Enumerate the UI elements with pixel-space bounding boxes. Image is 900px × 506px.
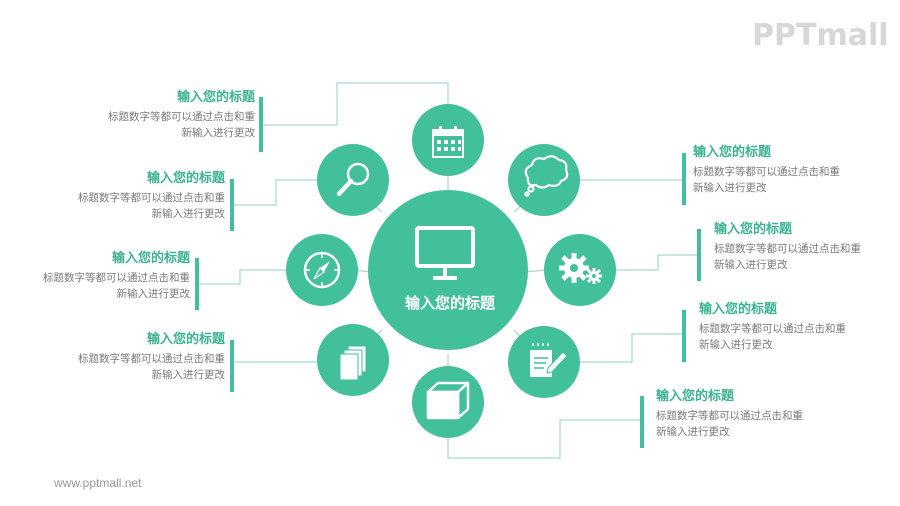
gears-icon (559, 253, 602, 284)
label-chat: 输入您的标题 标题数字等都可以通过点击和重 新输入进行更改 (693, 145, 893, 196)
label-notepad: 输入您的标题 标题数字等都可以通过点击和重 新输入进行更改 (699, 302, 894, 353)
label-title: 输入您的标题 (714, 222, 793, 237)
label-title: 输入您的标题 (146, 332, 225, 347)
label-desc-line1: 标题数字等都可以通过点击和重 (693, 166, 840, 178)
label-desc-line2: 新输入进行更改 (693, 182, 767, 194)
label-title: 输入您的标题 (176, 90, 255, 105)
label-title: 输入您的标题 (146, 171, 225, 186)
label-desc-line1: 标题数字等都可以通过点击和重 (699, 323, 846, 335)
label-desc-line2: 新输入进行更改 (656, 426, 730, 438)
label-search: 输入您的标题 标题数字等都可以通过点击和重 新输入进行更改 (0, 171, 225, 222)
label-desc-line1: 标题数字等都可以通过点击和重 (714, 243, 861, 255)
center-title: 输入您的标题 (404, 294, 495, 312)
monitor-icon (415, 226, 475, 280)
label-title: 输入您的标题 (693, 145, 772, 160)
node-chat (508, 144, 580, 216)
label-desc-line2: 新输入进行更改 (151, 369, 226, 381)
documents-icon (339, 345, 367, 381)
label-documents: 输入您的标题 标题数字等都可以通过点击和重 新输入进行更改 (0, 332, 225, 383)
label-desc-line2: 新输入进行更改 (116, 288, 191, 300)
label-title: 输入您的标题 (699, 302, 778, 317)
website-url[interactable]: www.pptmall.net (54, 476, 142, 490)
label-desc-line1: 标题数字等都可以通过点击和重 (108, 111, 255, 123)
box-icon (426, 381, 470, 420)
search-icon (336, 162, 370, 197)
center-circle (368, 190, 528, 350)
label-box: 输入您的标题 标题数字等都可以通过点击和重 新输入进行更改 (656, 389, 856, 440)
label-title: 输入您的标题 (656, 389, 735, 404)
chat-bubble-icon (524, 155, 569, 197)
label-desc-line2: 新输入进行更改 (699, 339, 773, 351)
label-compass: 输入您的标题 标题数字等都可以通过点击和重 新输入进行更改 (0, 251, 190, 302)
label-gears: 输入您的标题 标题数字等都可以通过点击和重 新输入进行更改 (714, 222, 898, 273)
label-title: 输入您的标题 (111, 251, 190, 266)
label-desc-line1: 标题数字等都可以通过点击和重 (43, 272, 190, 284)
label-desc-line1: 标题数字等都可以通过点击和重 (78, 353, 225, 365)
label-calendar: 输入您的标题 标题数字等都可以通过点击和重 新输入进行更改 (25, 90, 255, 141)
calendar-icon (432, 126, 464, 158)
compass-icon (303, 251, 341, 289)
notepad-pencil-icon (530, 343, 568, 377)
label-desc-line2: 新输入进行更改 (181, 127, 256, 139)
label-desc-line2: 新输入进行更改 (714, 259, 788, 271)
brand-logo: PPTmall (752, 18, 889, 53)
label-desc-line1: 标题数字等都可以通过点击和重 (78, 192, 225, 204)
label-desc-line1: 标题数字等都可以通过点击和重 (656, 410, 803, 422)
label-desc-line2: 新输入进行更改 (151, 208, 226, 220)
